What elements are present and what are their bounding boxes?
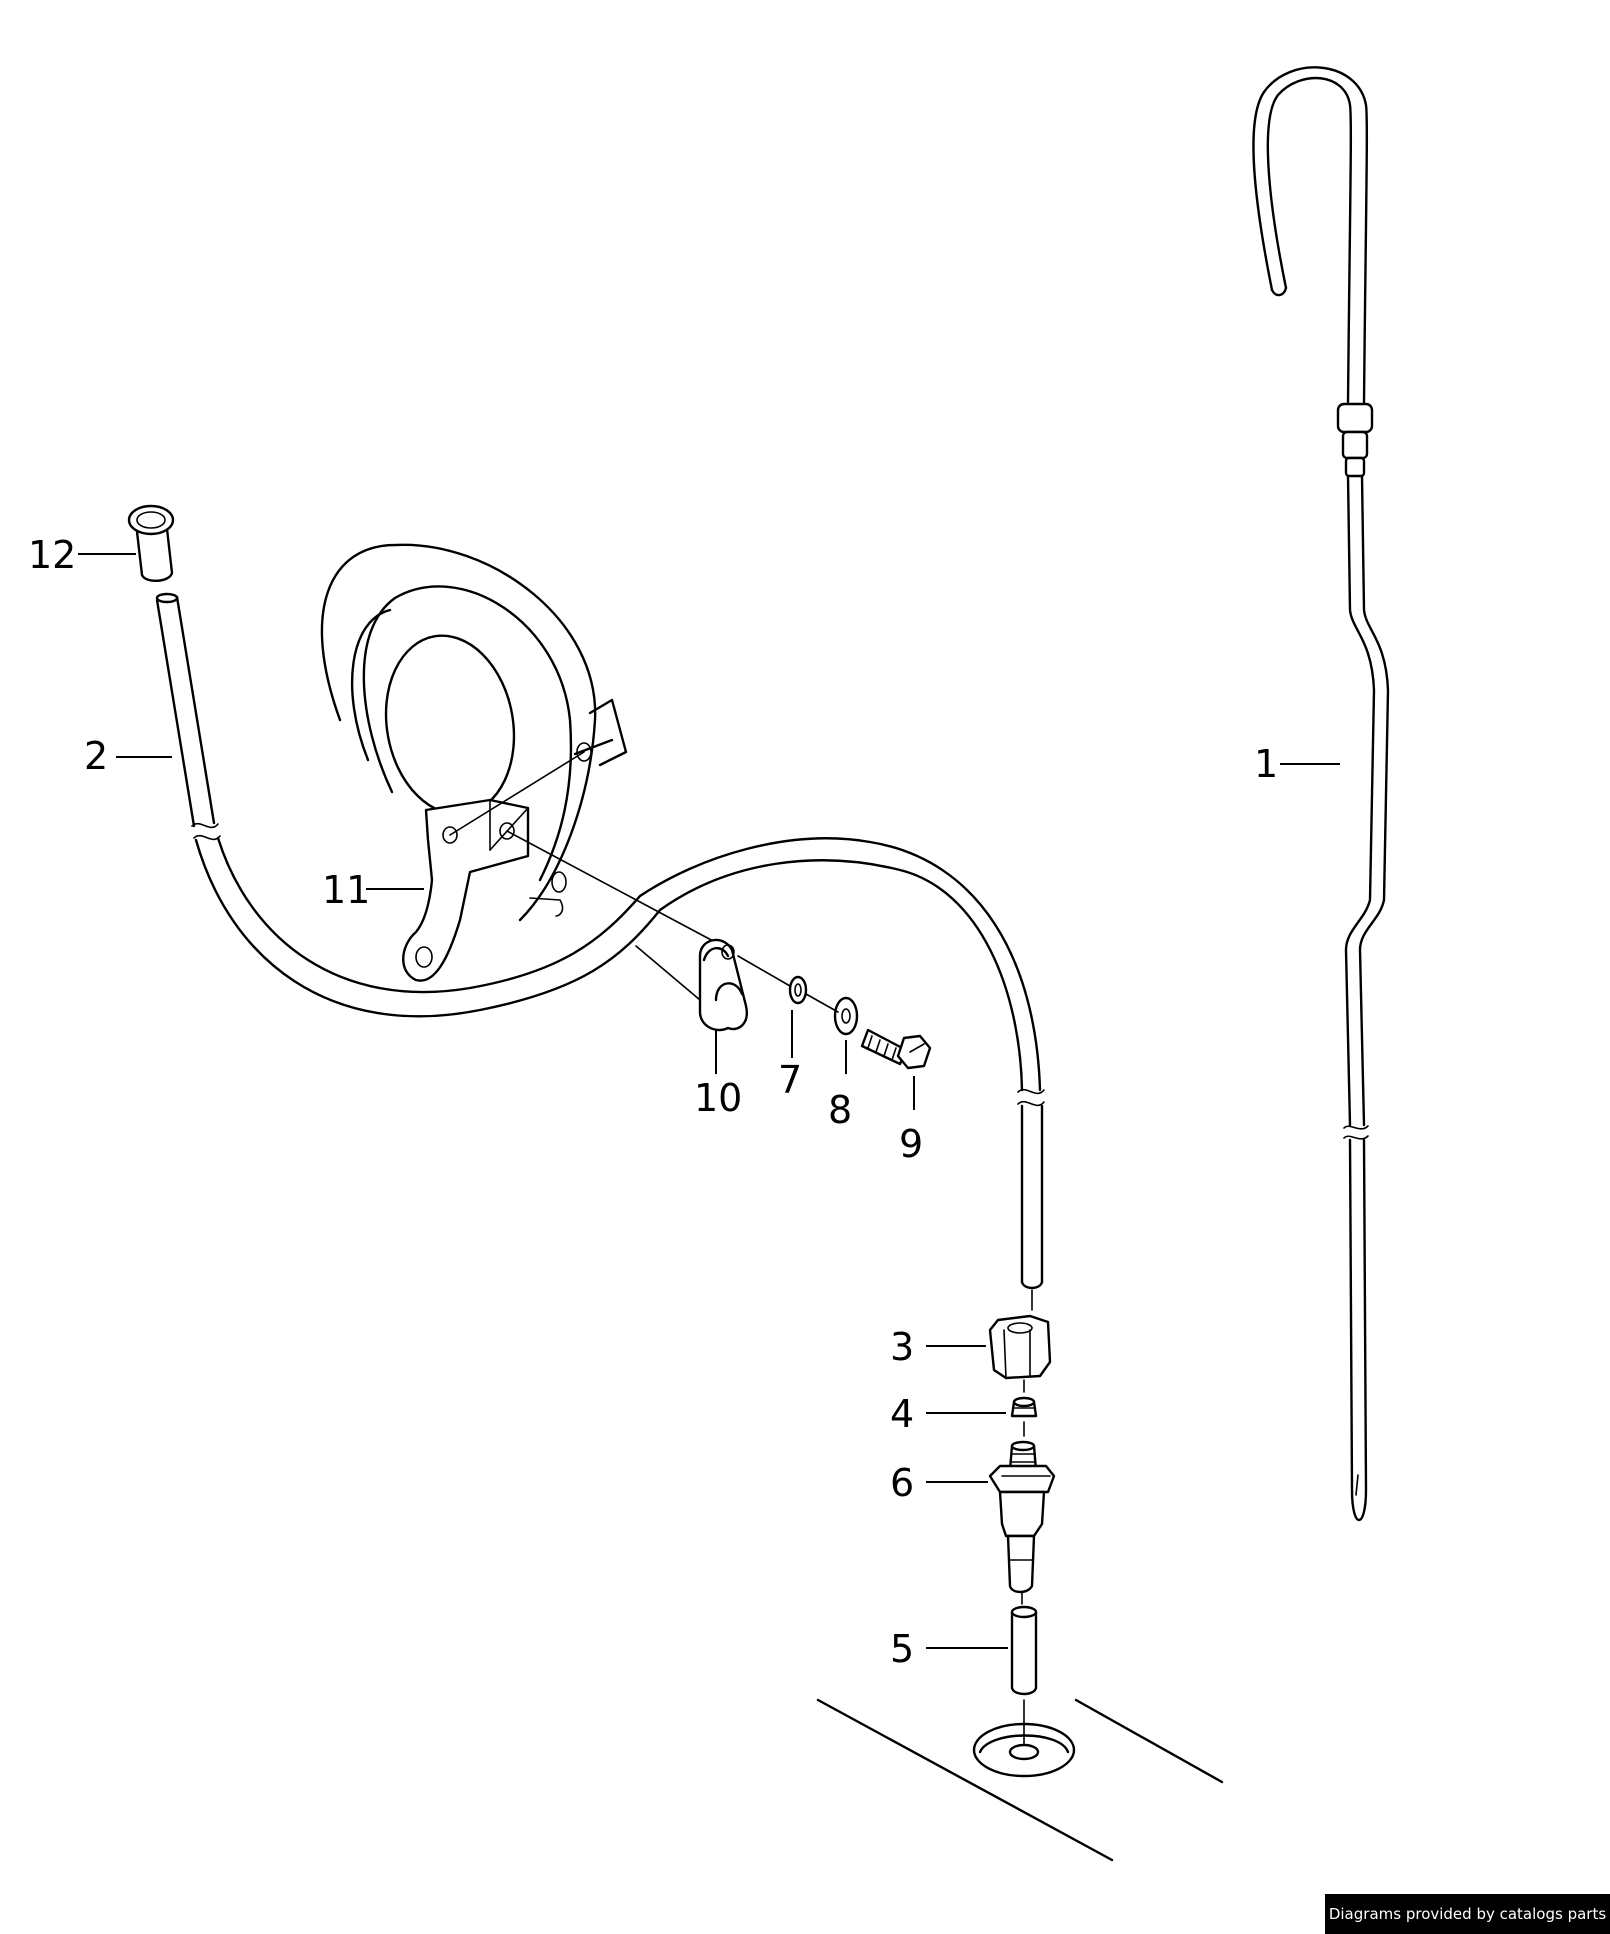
callout-9: 9 <box>899 1122 923 1166</box>
washer[interactable] <box>737 955 859 1036</box>
dipstick[interactable] <box>1252 66 1390 1522</box>
pipe-cap[interactable] <box>127 504 175 582</box>
callout-1: 1 <box>1254 742 1278 786</box>
sleeve[interactable] <box>1010 1591 1038 1759</box>
bracket[interactable] <box>402 751 731 982</box>
callout-8: 8 <box>828 1088 852 1132</box>
callout-4: 4 <box>890 1392 914 1436</box>
sump-surface <box>816 1698 1224 1862</box>
callout-7: 7 <box>778 1058 802 1102</box>
pipe-clip[interactable] <box>635 938 748 1032</box>
leader-lines <box>78 553 1340 1649</box>
callout-11: 11 <box>322 868 370 912</box>
lock-washer[interactable] <box>788 975 808 1005</box>
union-nut[interactable] <box>988 1289 1052 1380</box>
callout-10: 10 <box>694 1076 742 1120</box>
callout-3: 3 <box>890 1325 914 1369</box>
oil-pipe[interactable] <box>155 592 1045 1290</box>
olive-ring[interactable] <box>1010 1379 1038 1418</box>
bolt[interactable] <box>860 1028 932 1070</box>
callout-5: 5 <box>890 1627 914 1671</box>
diagram-credit: Diagrams provided by catalogs parts <box>1325 1894 1610 1934</box>
union-connector[interactable] <box>988 1421 1056 1594</box>
callout-2: 2 <box>84 734 108 778</box>
callout-6: 6 <box>890 1461 914 1505</box>
callout-12: 12 <box>28 533 76 577</box>
